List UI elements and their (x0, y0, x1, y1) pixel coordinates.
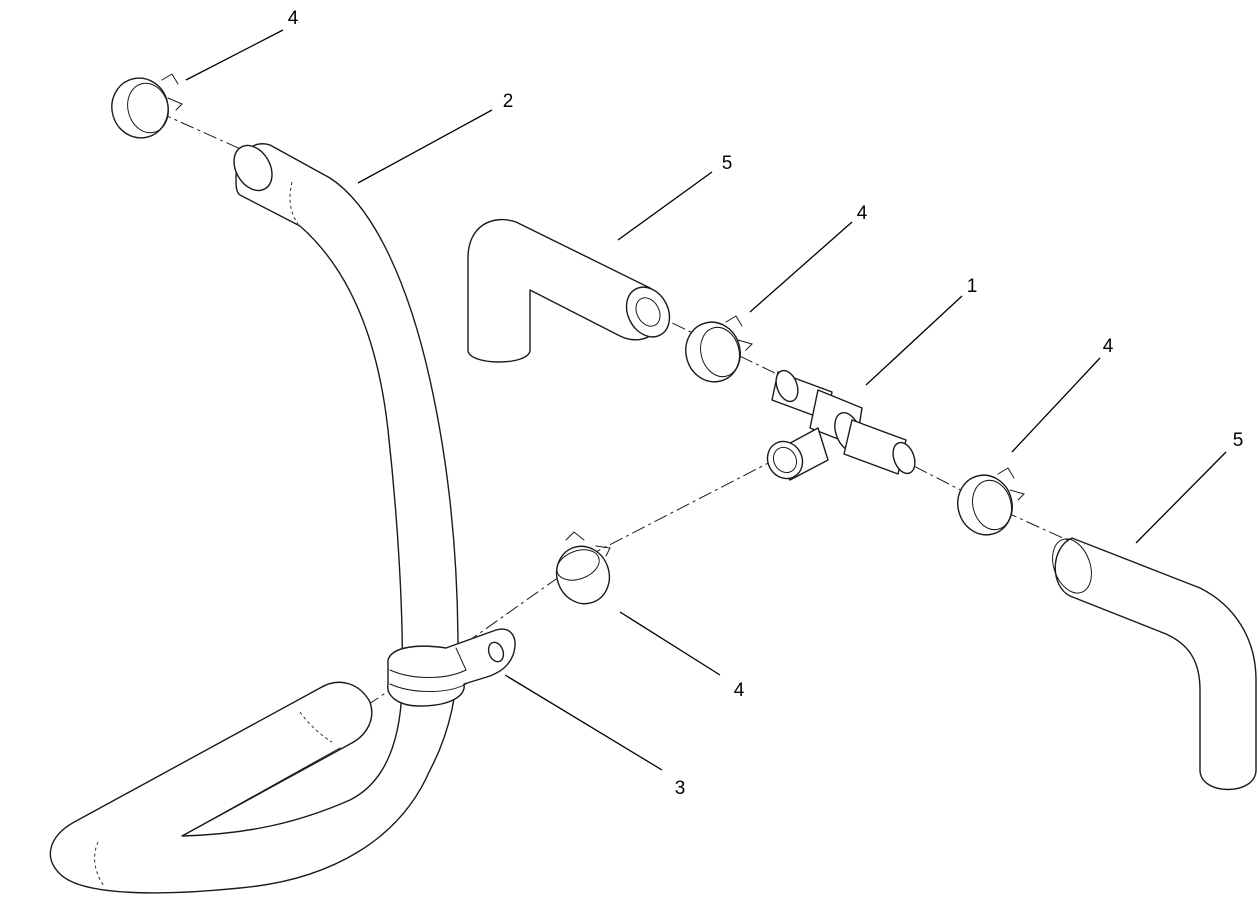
clamp-lower-middle (555, 531, 611, 605)
elbow-hose-right (1052, 537, 1257, 791)
hose-clamp-bracket (387, 628, 516, 707)
leader-lines (185, 29, 1227, 771)
callout-hose-clamp-bracket: 3 (675, 778, 686, 799)
clamp-upper-middle (685, 315, 753, 383)
clamp-top-left (111, 73, 183, 139)
callout-clamp-top-left: 4 (288, 8, 299, 29)
long-hose (49, 143, 459, 894)
callout-elbow-hose-right: 5 (1233, 430, 1244, 451)
tee-fitting (766, 369, 916, 481)
callout-clamp-right: 4 (1103, 336, 1114, 357)
callouts: 4 2 5 4 1 4 5 4 3 (288, 8, 1244, 799)
elbow-hose-upper (467, 218, 671, 363)
callout-tee-fitting: 1 (967, 276, 978, 297)
callout-clamp-lower-middle: 4 (734, 680, 745, 701)
callout-clamp-upper-middle: 4 (857, 203, 868, 224)
clamp-right (957, 467, 1025, 536)
callout-long-hose: 2 (503, 91, 514, 112)
callout-elbow-hose-upper: 5 (722, 153, 733, 174)
